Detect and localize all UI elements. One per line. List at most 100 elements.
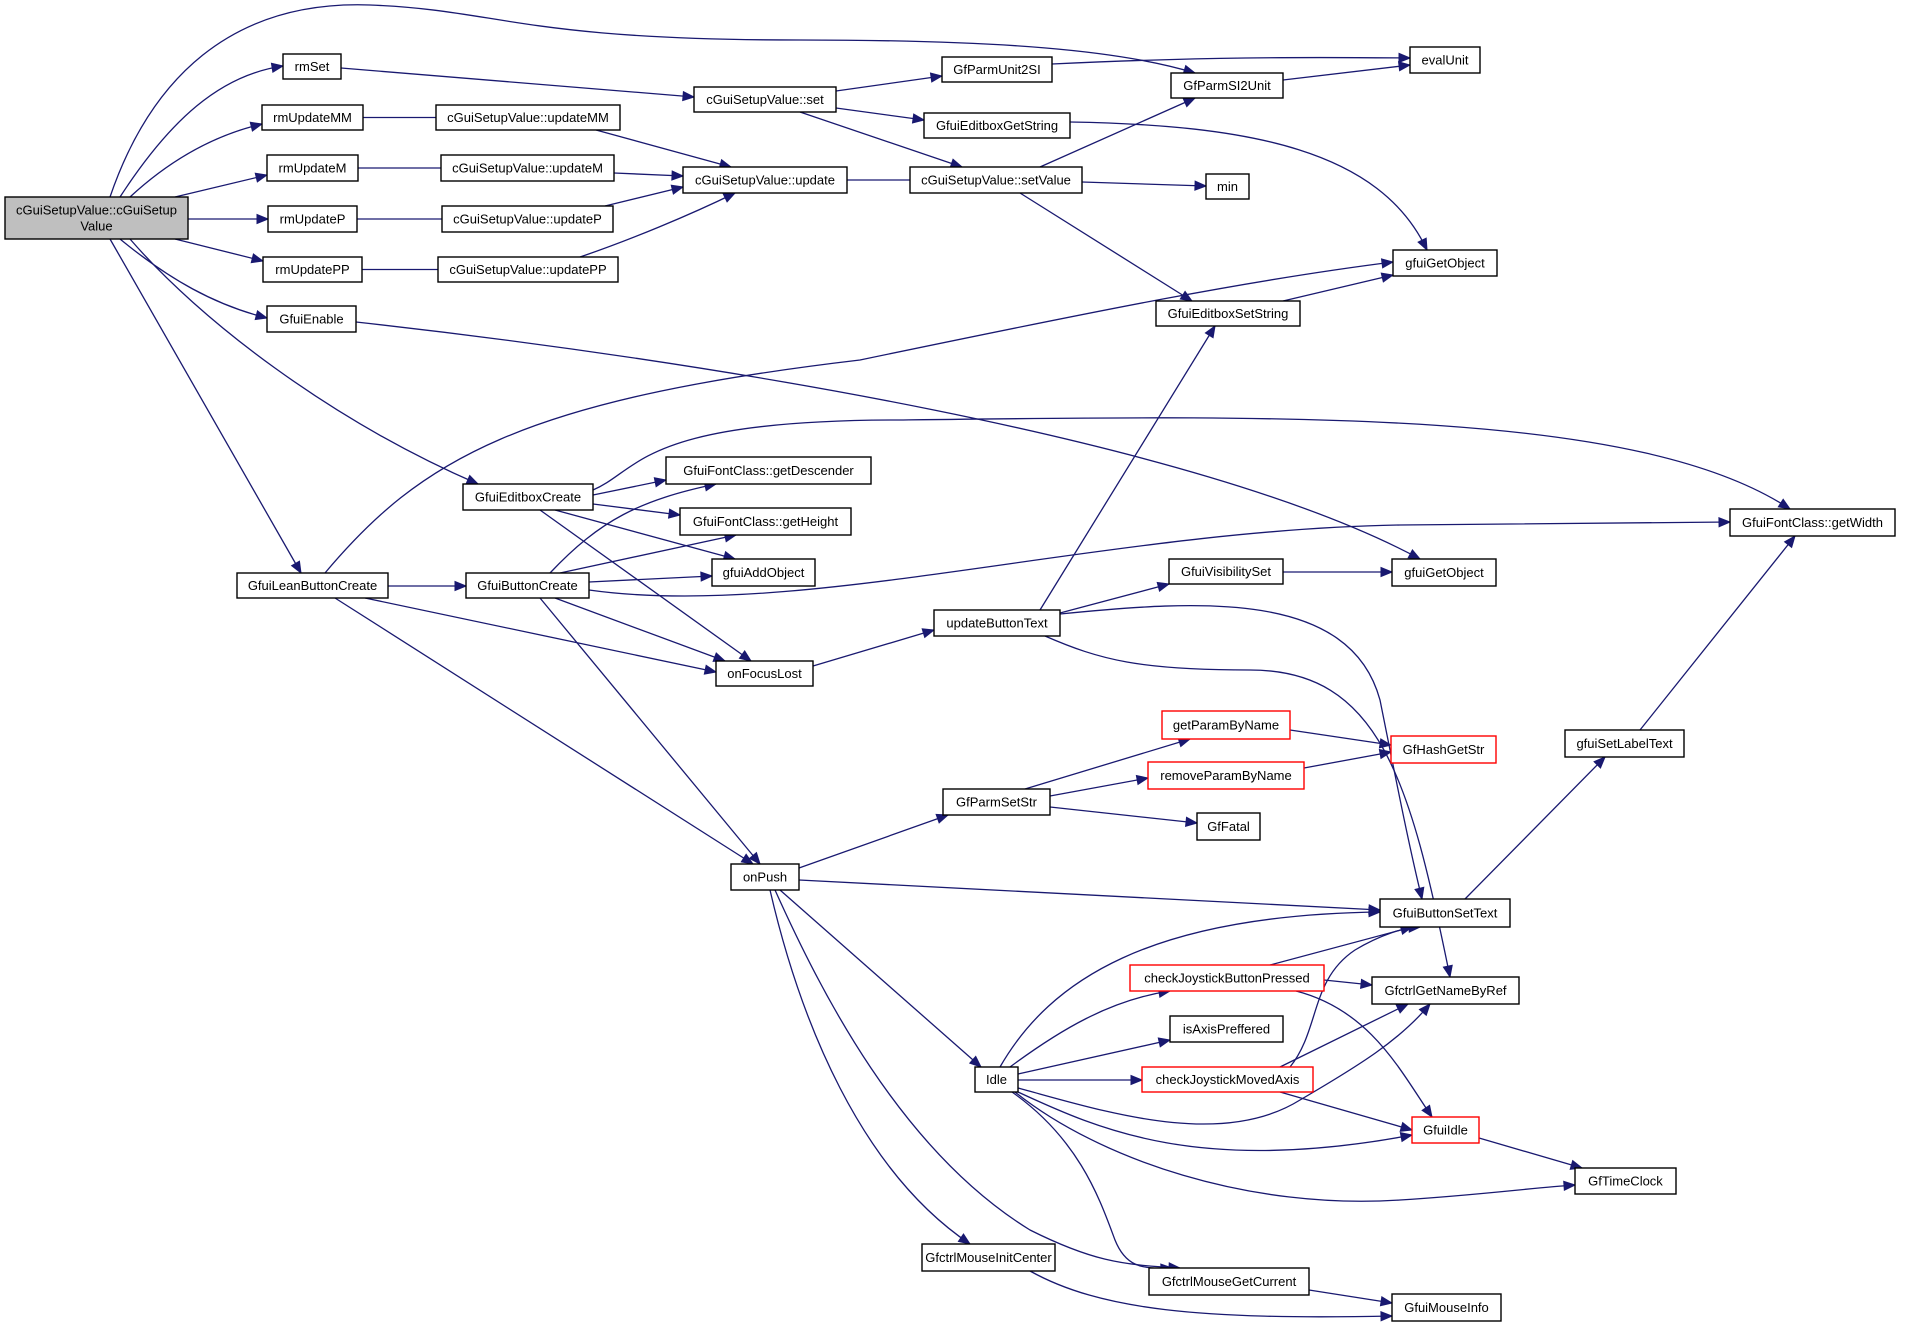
edge-GfuiEditboxCreate-to-getWidth: [592, 417, 1792, 510]
node-GfHashGetStr[interactable]: GfHashGetStr: [1390, 735, 1497, 764]
edge-line: [1059, 604, 1423, 900]
arrowhead-icon: [1378, 738, 1393, 749]
node-root[interactable]: cGuiSetupValue::cGuiSetupValue: [4, 196, 189, 240]
node-onPush[interactable]: onPush: [730, 863, 800, 891]
node-box: [1392, 249, 1498, 277]
node-GfuiEditboxGetString[interactable]: GfuiEditboxGetString: [923, 112, 1071, 139]
arrowhead-icon: [1194, 180, 1208, 191]
arrowhead-icon: [748, 851, 761, 866]
node-GfParmSI2Unit[interactable]: GfParmSI2Unit: [1170, 72, 1284, 99]
edge-Idle-to-GfuiButtonSetText: [999, 906, 1382, 1068]
node-gfuiAddObject[interactable]: gfuiAddObject: [711, 558, 816, 587]
node-setValue[interactable]: cGuiSetupValue::setValue: [909, 166, 1083, 194]
node-label: cGuiSetupValue::updatePP: [449, 262, 606, 277]
edge-line: [769, 889, 971, 1245]
node-label: rmSet: [295, 59, 330, 74]
edges-layer: [109, 4, 1796, 1322]
edge-line: [1049, 806, 1198, 824]
node-gfuiGetObject2[interactable]: gfuiGetObject: [1391, 558, 1497, 587]
edge-line: [604, 186, 684, 207]
node-rmUpdatePP[interactable]: rmUpdatePP: [262, 256, 363, 283]
node-gfuiGetObject1[interactable]: gfuiGetObject: [1392, 249, 1498, 277]
node-box: [711, 558, 816, 587]
edge-line: [1308, 1289, 1393, 1304]
node-GfuiIdle[interactable]: GfuiIdle: [1411, 1116, 1480, 1144]
node-set[interactable]: cGuiSetupValue::set: [693, 86, 837, 113]
node-updateM[interactable]: cGuiSetupValue::updateM: [440, 154, 615, 182]
node-GfuiEnable[interactable]: GfuiEnable: [266, 305, 357, 333]
edge-line: [1017, 1003, 1431, 1125]
edge-GfuiButtonCreate-to-getWidth: [588, 516, 1732, 597]
arrowhead-icon: [1418, 1002, 1431, 1017]
arrowhead-icon: [929, 72, 944, 83]
edge-line: [109, 4, 1196, 198]
node-rmSet[interactable]: rmSet: [282, 53, 342, 80]
node-checkJoystickButtonPressed[interactable]: checkJoystickButtonPressed: [1129, 964, 1325, 992]
node-rmUpdateM[interactable]: rmUpdateM: [266, 154, 359, 182]
node-label: GfuiButtonSetText: [1393, 906, 1498, 921]
node-box: [1155, 300, 1301, 327]
node-rmUpdateMM[interactable]: rmUpdateMM: [261, 104, 364, 131]
node-checkJoystickMovedAxis[interactable]: checkJoystickMovedAxis: [1141, 1066, 1314, 1093]
node-box: [1170, 72, 1284, 99]
arrowhead-icon: [1204, 324, 1216, 339]
node-update[interactable]: cGuiSetupValue::update: [682, 166, 848, 194]
node-removeParamByName[interactable]: removeParamByName: [1147, 761, 1305, 790]
node-box: [1196, 812, 1261, 841]
edge-GfuiLeanButtonCreate-to-onFocusLost: [364, 597, 718, 675]
node-getParamByName[interactable]: getParamByName: [1161, 710, 1291, 740]
node-evalUnit[interactable]: evalUnit: [1409, 46, 1481, 74]
node-updateP[interactable]: cGuiSetupValue::updateP: [441, 205, 614, 233]
node-onFocusLost[interactable]: onFocusLost: [715, 660, 814, 687]
node-updateMM[interactable]: cGuiSetupValue::updateMM: [435, 104, 621, 131]
edge-line: [999, 911, 1381, 1068]
node-GfctrlMouseGetCurrent[interactable]: GfctrlMouseGetCurrent: [1148, 1267, 1310, 1296]
node-GfuiButtonSetText[interactable]: GfuiButtonSetText: [1379, 898, 1511, 928]
node-box: [236, 572, 389, 599]
edge-line: [109, 238, 302, 574]
node-label: onFocusLost: [727, 666, 802, 681]
edge-line: [588, 575, 713, 583]
node-label: GfuiEnable: [279, 312, 343, 327]
node-updatePP[interactable]: cGuiSetupValue::updatePP: [437, 256, 619, 283]
edge-line: [1279, 1003, 1409, 1068]
edge-line: [579, 192, 736, 258]
node-label: isAxisPreffered: [1183, 1022, 1270, 1037]
node-box: [921, 1243, 1056, 1272]
node-isAxisPreffered[interactable]: isAxisPreffered: [1169, 1015, 1284, 1043]
edge-Idle-to-checkJoystickButtonPressed: [1009, 987, 1172, 1068]
edge-line: [539, 509, 752, 662]
arrowhead-icon: [1179, 290, 1194, 302]
node-GfParmUnit2SI[interactable]: GfParmUnit2SI: [941, 56, 1053, 83]
node-label: rmUpdateM: [279, 161, 347, 176]
edge-GfuiButtonCreate-to-gfuiAddObject: [588, 571, 714, 583]
node-Idle[interactable]: Idle: [974, 1066, 1019, 1093]
edge-GfParmSI2Unit-to-evalUnit: [1282, 61, 1412, 81]
node-gfuiSetLabelText[interactable]: gfuiSetLabelText: [1564, 729, 1685, 758]
node-GfTimeClock[interactable]: GfTimeClock: [1574, 1167, 1677, 1195]
node-GfuiButtonCreate[interactable]: GfuiButtonCreate: [465, 572, 590, 599]
node-GfuiEditboxCreate[interactable]: GfuiEditboxCreate: [462, 483, 594, 511]
node-label: GfHashGetStr: [1403, 742, 1485, 757]
node-GfctrlGetNameByRef[interactable]: GfctrlGetNameByRef: [1371, 976, 1520, 1005]
node-min[interactable]: min: [1205, 173, 1250, 200]
node-getHeight[interactable]: GfuiFontClass::getHeight: [679, 507, 852, 536]
node-GfParmSetStr[interactable]: GfParmSetStr: [942, 788, 1051, 816]
node-GfuiMouseInfo[interactable]: GfuiMouseInfo: [1391, 1293, 1502, 1322]
arrowhead-icon: [738, 650, 753, 662]
node-getWidth[interactable]: GfuiFontClass::getWidth: [1729, 508, 1896, 537]
node-GfuiVisibilitySet[interactable]: GfuiVisibilitySet: [1168, 558, 1284, 585]
node-GfuiLeanButtonCreate[interactable]: GfuiLeanButtonCreate: [236, 572, 389, 599]
node-GfFatal[interactable]: GfFatal: [1196, 812, 1261, 841]
node-rmUpdateP[interactable]: rmUpdateP: [267, 205, 358, 233]
node-box: [437, 256, 619, 283]
edge-line: [340, 67, 695, 98]
node-getDescender[interactable]: GfuiFontClass::getDescender: [665, 456, 872, 485]
node-box: [974, 1066, 1019, 1093]
node-GfuiEditboxSetString[interactable]: GfuiEditboxSetString: [1155, 300, 1301, 327]
edge-line: [835, 75, 943, 92]
edge-removeParamByName-to-GfHashGetStr: [1303, 748, 1393, 769]
node-updateButtonText[interactable]: updateButtonText: [933, 609, 1061, 637]
node-GfctrlMouseInitCenter[interactable]: GfctrlMouseInitCenter: [921, 1243, 1056, 1272]
edge-line: [1081, 181, 1207, 187]
